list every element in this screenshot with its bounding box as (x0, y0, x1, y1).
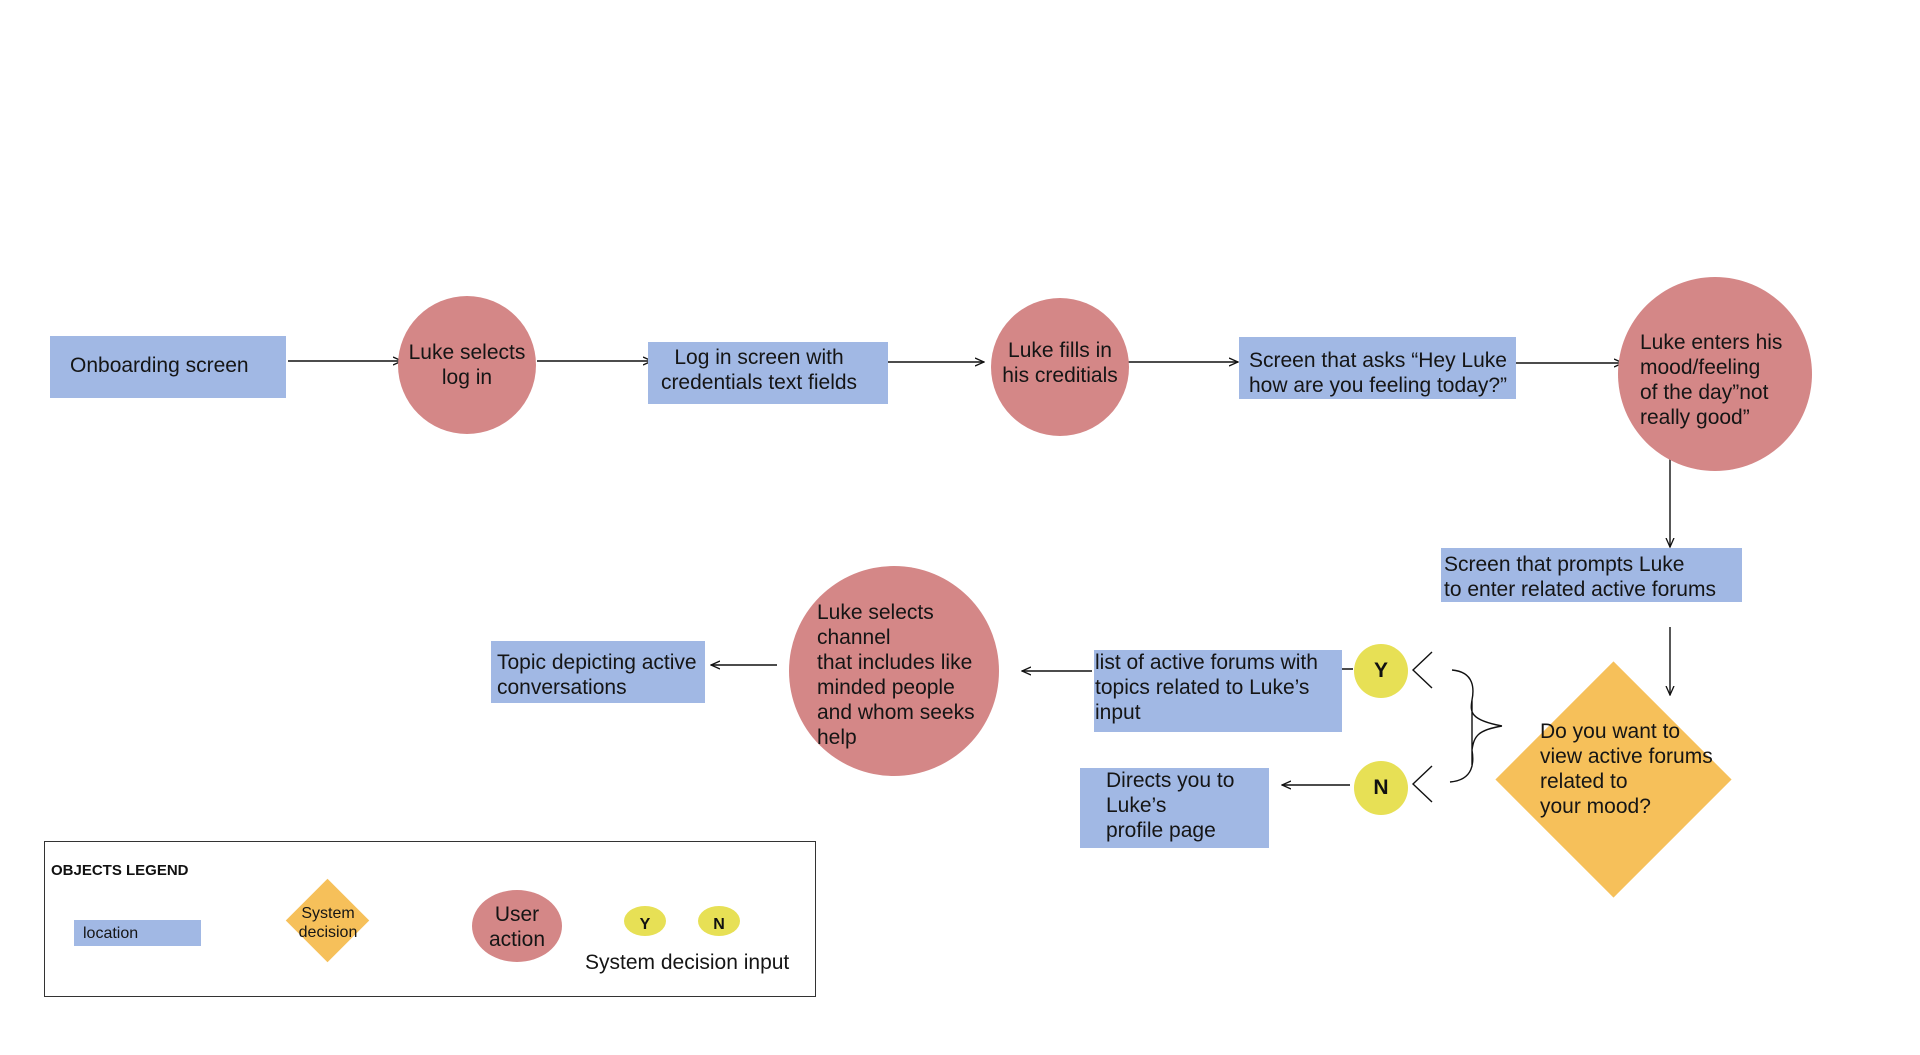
legend-n-label: N (713, 916, 725, 933)
active-forums-list-node (1094, 650, 1342, 732)
legend-y-label: Y (639, 916, 651, 933)
arrow-head-to-y (1411, 651, 1433, 689)
legend-n-swatch (698, 906, 740, 936)
selects-channel-label: Luke selects channel that includes like … (817, 601, 975, 749)
legend-location-label: location (83, 925, 139, 942)
legend-title: OBJECTS LEGEND (51, 862, 189, 879)
topic-depicting-node (491, 641, 705, 703)
onboarding-screen-node (50, 336, 286, 398)
enters-mood-node (1618, 277, 1812, 471)
asks-feeling-label: Screen that asks “Hey Luke how are you f… (1249, 349, 1507, 397)
yes-label: Y (1373, 659, 1388, 682)
no-node (1354, 761, 1408, 815)
selects-login-node (398, 296, 536, 434)
asks-feeling-node (1239, 337, 1516, 399)
enters-mood-label: Luke enters his mood/feeling of the day”… (1640, 331, 1783, 429)
profile-page-label: Directs you to Luke’s profile page (1106, 769, 1235, 842)
login-screen-node (648, 342, 888, 404)
prompts-forums-node (1441, 548, 1742, 602)
legend-y-swatch (624, 906, 666, 936)
brace-connector (1449, 669, 1503, 783)
yes-node (1354, 644, 1408, 698)
arrow-head-to-n (1411, 765, 1433, 803)
no-label: N (1373, 776, 1389, 799)
onboarding-screen-label: Onboarding screen (70, 354, 249, 377)
profile-page-node (1080, 768, 1269, 848)
active-forums-list-label: list of active forums with topics relate… (1095, 651, 1318, 724)
decision-label: Do you want to view active forums relate… (1540, 720, 1713, 818)
selects-channel-node (789, 566, 999, 776)
legend-user-action-label: User action (488, 903, 546, 951)
legend-decision-input-label: System decision input (585, 951, 790, 974)
fills-credentials-label: Luke fills in his creditials (1002, 339, 1118, 387)
fills-credentials-node (991, 298, 1129, 436)
objects-legend (44, 841, 816, 997)
legend-decision-label: System decision (298, 905, 358, 941)
login-screen-label: Log in screen with credentials text fiel… (660, 346, 858, 394)
legend-location-swatch (74, 920, 201, 946)
prompts-forums-label: Screen that prompts Luke to enter relate… (1444, 553, 1716, 601)
selects-login-label: Luke selects log in (408, 341, 526, 389)
legend-user-action-swatch (472, 890, 562, 962)
topic-depicting-label: Topic depicting active conversations (497, 651, 697, 699)
